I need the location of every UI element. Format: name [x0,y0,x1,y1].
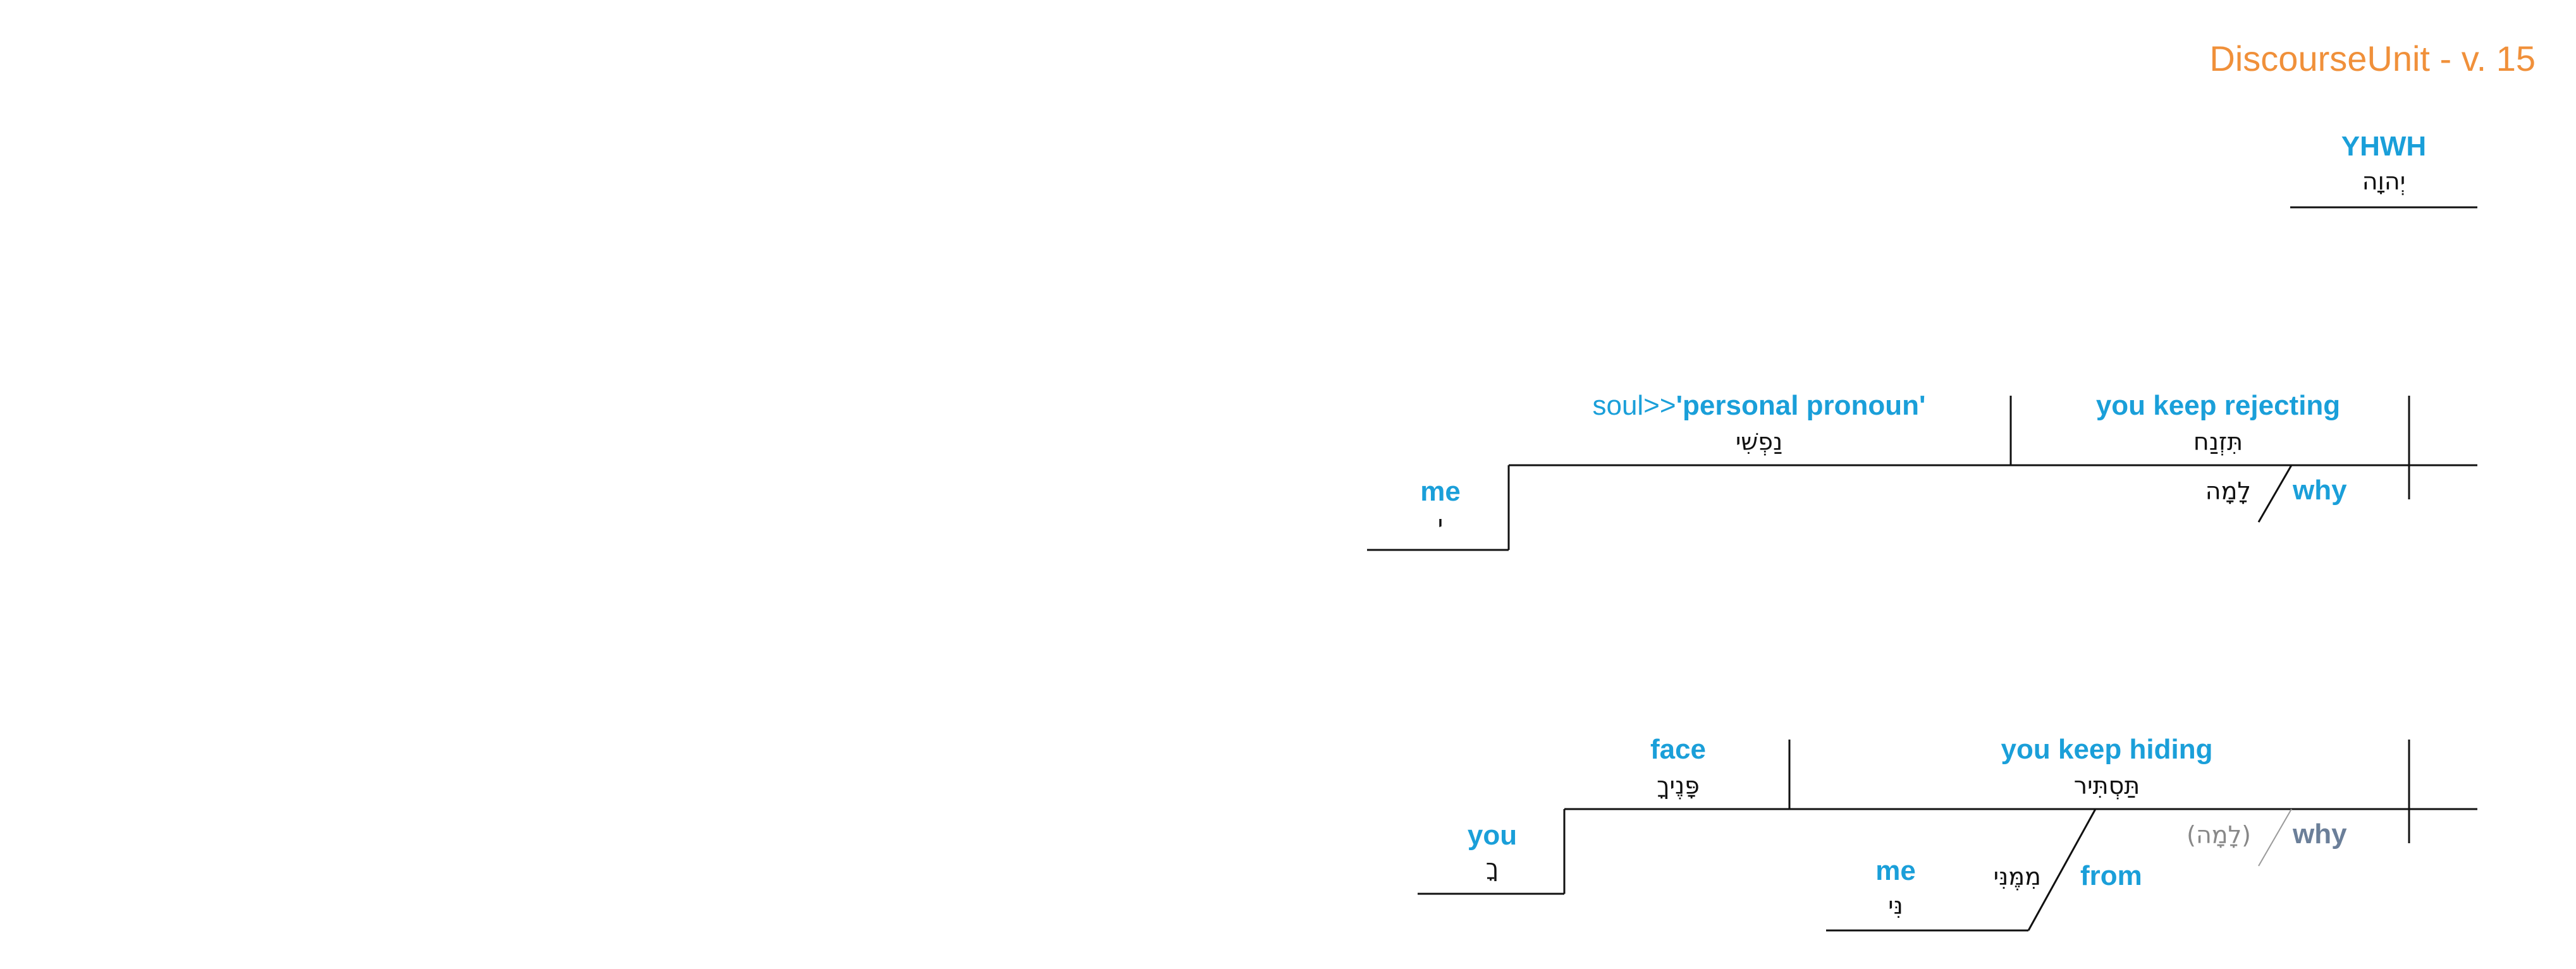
clause1-adverb-hebrew: לָמָה [2205,477,2251,505]
clause2-preposition-slant [2027,808,2097,931]
clause1-adverb-gloss: why [2292,475,2347,506]
clause2-possessor-hebrew: ךָ [1486,854,1499,882]
clause1-subject-gloss-main: 'personal pronoun' [1676,390,1926,421]
clause1-subject-gloss: soul>>'personal pronoun' [1592,390,1925,421]
clause2-object-gloss: face [1650,734,1706,765]
vocative-hebrew: יְהוָה [2362,168,2406,195]
clause1-subject-gloss-prefix: soul>> [1592,390,1676,421]
clause1-verb-hebrew: תִּזְנַח [2193,428,2243,456]
clause1-adverb-slant [2257,465,2293,523]
clause1-possessor-gloss: me [1420,476,1461,507]
clause1-subject-hebrew: נַפְשִׁי [1736,428,1782,456]
clause1-possessor-hebrew: י [1438,510,1444,538]
clause2-adverb-gloss: why [2292,819,2347,850]
clause2-prep-object-hebrew: נִּי [1888,892,1903,920]
vocative-gloss: YHWH [2341,131,2426,162]
clause2-preposition-gloss: from [2080,860,2142,891]
clause1-verb-gloss: you keep rejecting [2096,390,2340,421]
clause2-possessor-gloss: you [1468,820,1517,851]
clause2-object-hebrew: פָּנֶיךָ [1657,772,1700,800]
clause2-prep-object-gloss: me [1875,855,1916,886]
clause-1: soul>>'personal pronoun' נַפְשִׁי you ke… [1367,390,2477,551]
vocative-group: YHWH יְהוָה [2290,131,2477,209]
clause2-verb-hebrew: תַּסְתִּיר [2074,772,2140,800]
clause2-adverb-slant [2258,808,2292,867]
clause2-preposition-hebrew: מִמֶּנִּי [1994,863,2041,891]
clause2-verb-gloss: you keep hiding [2001,734,2213,765]
clause-2: face פָּנֶיךָ you keep hiding תַּסְתִּיר… [1418,734,2477,932]
diagram-title: DiscourseUnit - v. 15 [2209,39,2536,78]
clause2-adverb-hebrew: (לָמָה) [2187,821,2251,849]
